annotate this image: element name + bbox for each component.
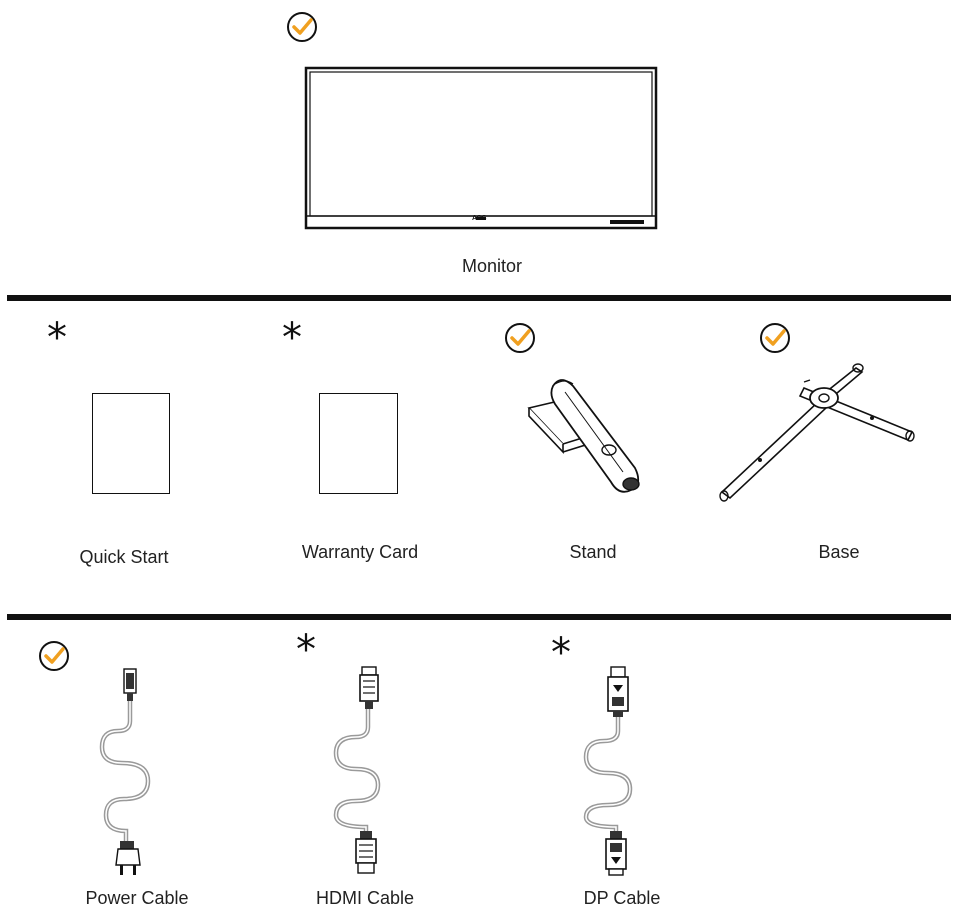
check-icon xyxy=(287,12,317,42)
monitor-label: Monitor xyxy=(461,256,523,276)
hdmi-cable-illustration xyxy=(333,666,381,874)
stand-illustration xyxy=(527,379,640,493)
item-label: DP Cable xyxy=(583,888,661,908)
item-label: Warranty Card xyxy=(301,542,419,562)
monitor-logo: AOC xyxy=(472,215,487,222)
section-divider xyxy=(7,614,951,620)
check-icon xyxy=(39,641,69,671)
dp-cable-illustration xyxy=(583,666,633,876)
item-label: Quick Start xyxy=(79,547,169,567)
warranty-card-illustration xyxy=(319,393,398,494)
check-icon xyxy=(505,323,535,353)
section-divider xyxy=(7,295,951,301)
asterisk-icon: * xyxy=(282,315,302,361)
item-label: Stand xyxy=(569,542,617,562)
asterisk-icon: * xyxy=(47,315,67,361)
check-icon xyxy=(760,323,790,353)
quick-start-illustration xyxy=(92,393,170,494)
item-label: Base xyxy=(818,542,860,562)
item-label: Power Cable xyxy=(85,888,189,908)
monitor-illustration xyxy=(304,66,658,230)
item-label: HDMI Cable xyxy=(315,888,415,908)
base-illustration xyxy=(719,363,915,502)
asterisk-icon: * xyxy=(551,630,571,676)
asterisk-icon: * xyxy=(296,627,316,673)
power-cable-illustration xyxy=(99,668,151,875)
